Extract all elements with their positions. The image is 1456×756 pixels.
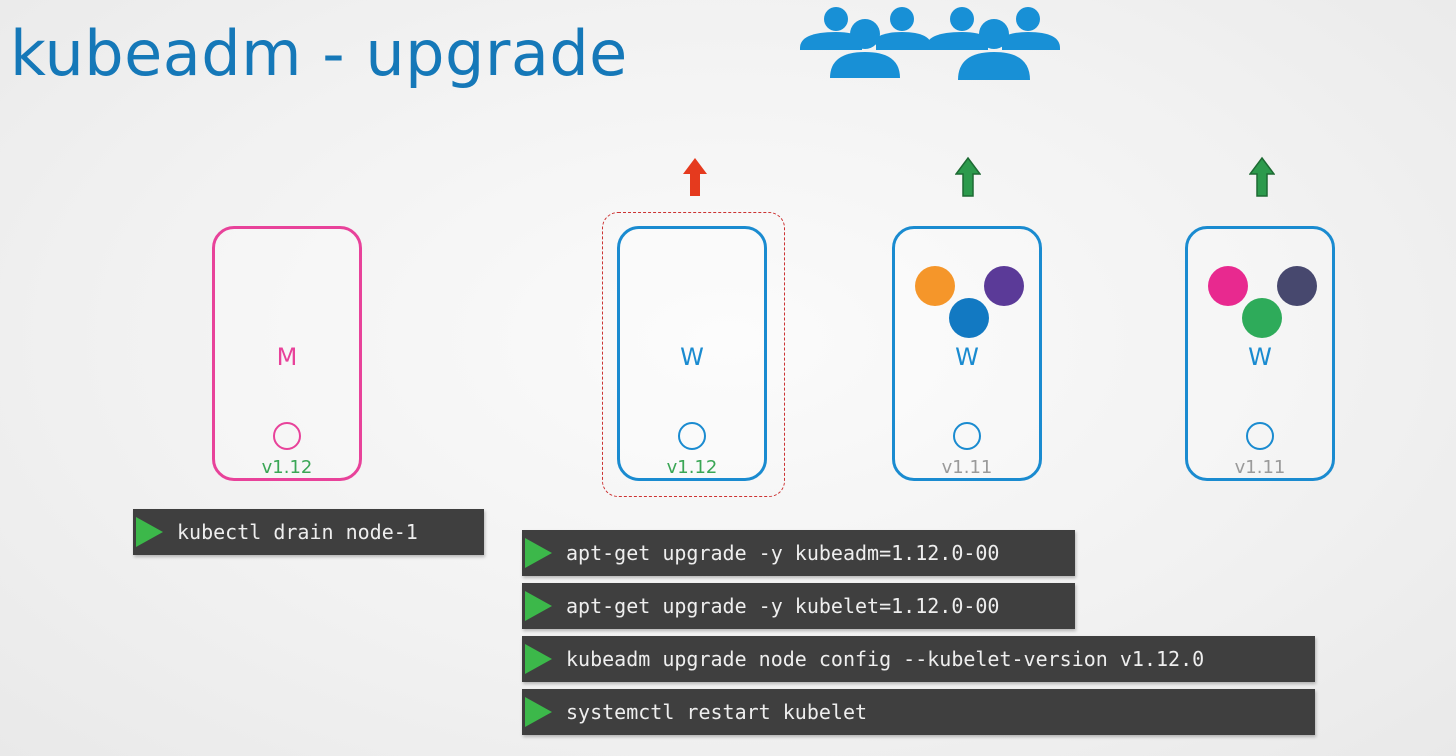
node-version: v1.11 xyxy=(1234,457,1286,478)
command-restart-kubelet: systemctl restart kubelet xyxy=(522,689,1315,735)
worker-node-1: W v1.12 xyxy=(617,226,767,481)
arrow-up-icon xyxy=(683,158,707,196)
kubelet-icon xyxy=(1246,422,1274,450)
worker-node-3: W v1.11 xyxy=(1185,226,1335,481)
master-node: M v1.12 xyxy=(212,226,362,481)
node-version: v1.12 xyxy=(261,457,313,478)
command-upgrade-kubelet: apt-get upgrade -y kubelet=1.12.0-00 xyxy=(522,583,1075,629)
pod-icon xyxy=(949,298,989,338)
node-version: v1.12 xyxy=(666,457,718,478)
kubelet-icon xyxy=(273,422,301,450)
pod-icon xyxy=(984,266,1024,306)
play-icon xyxy=(525,697,552,727)
command-upgrade-node-config: kubeadm upgrade node config --kubelet-ve… xyxy=(522,636,1315,682)
pod-icon xyxy=(1208,266,1248,306)
arrow-up-icon xyxy=(955,156,981,197)
pod-icon xyxy=(915,266,955,306)
command-text: apt-get upgrade -y kubelet=1.12.0-00 xyxy=(566,594,1000,618)
worker-node-2: W v1.11 xyxy=(892,226,1042,481)
kubelet-icon xyxy=(678,422,706,450)
play-icon xyxy=(525,591,552,621)
arrow-up-icon xyxy=(1249,156,1275,197)
drained-node-highlight xyxy=(602,212,785,497)
node-label: W xyxy=(1248,343,1272,371)
command-upgrade-kubeadm: apt-get upgrade -y kubeadm=1.12.0-00 xyxy=(522,530,1075,576)
pod-icon xyxy=(1277,266,1317,306)
node-label: M xyxy=(276,343,298,371)
page-title: kubeadm - upgrade xyxy=(10,17,628,90)
node-version: v1.11 xyxy=(941,457,993,478)
command-text: systemctl restart kubelet xyxy=(566,700,868,724)
command-text: apt-get upgrade -y kubeadm=1.12.0-00 xyxy=(566,541,1000,565)
command-text: kubectl drain node-1 xyxy=(177,520,418,544)
users-group-icon xyxy=(800,7,1060,80)
node-label: W xyxy=(955,343,979,371)
command-drain: kubectl drain node-1 xyxy=(133,509,484,555)
play-icon xyxy=(525,644,552,674)
command-text: kubeadm upgrade node config --kubelet-ve… xyxy=(566,647,1205,671)
play-icon xyxy=(136,517,163,547)
kubelet-icon xyxy=(953,422,981,450)
node-label: W xyxy=(680,343,704,371)
pod-icon xyxy=(1242,298,1282,338)
play-icon xyxy=(525,538,552,568)
